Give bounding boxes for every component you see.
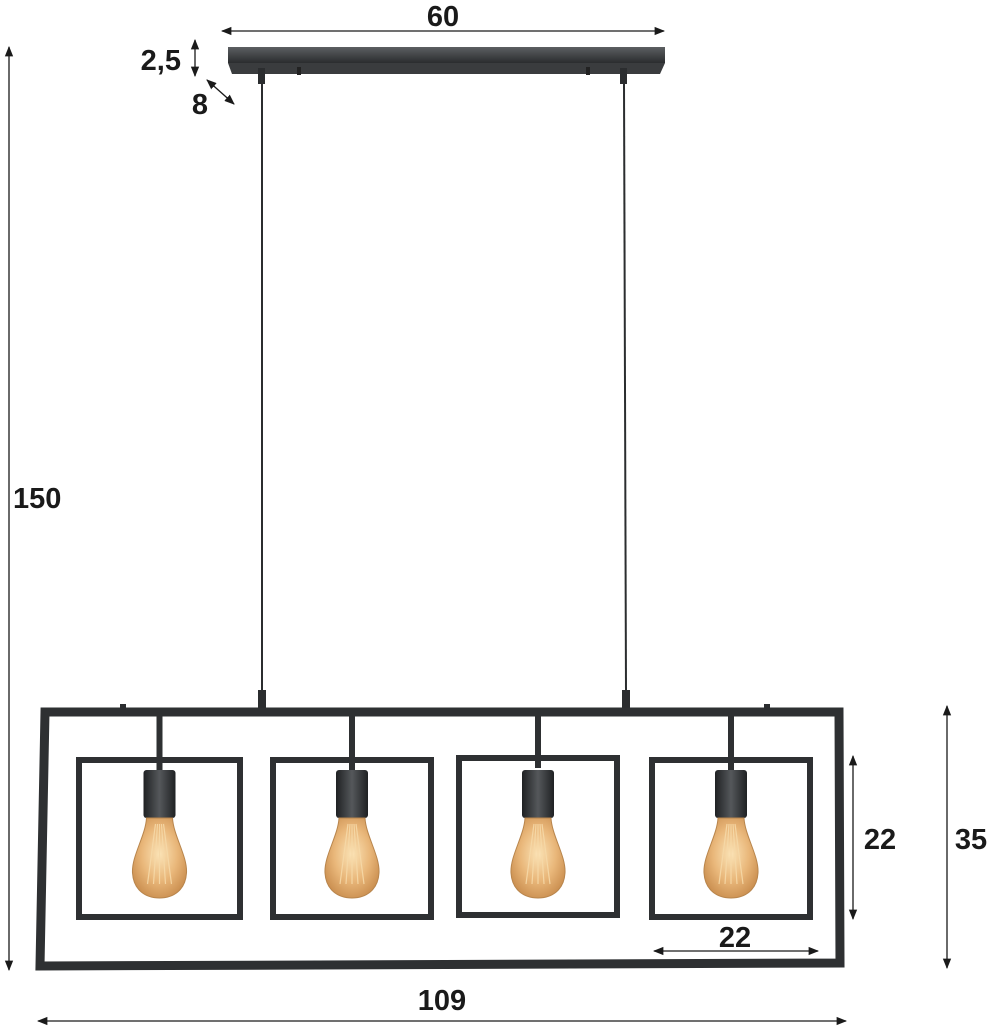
filament [531,823,537,885]
filament [539,823,545,885]
filament [718,823,728,885]
filament [345,823,351,885]
lamp-unit-4 [649,714,813,920]
canopy-height-label: 2,5 [141,45,181,77]
lamp-unit-2 [270,714,434,920]
suspension-cables [258,68,630,710]
inner-frames [76,714,813,920]
lamp-unit-1 [76,714,243,920]
filament [724,823,730,885]
filament [146,823,157,885]
outer-frame [35,704,845,971]
dimension-lines [4,26,952,1026]
dimension-labels: 60 2,5 8 150 35 22 22 109 [13,1,987,1017]
inner-frame-width-label: 22 [719,922,751,954]
filament [525,823,535,885]
filament [732,823,738,885]
frame-height-label: 35 [955,824,987,856]
ceiling-canopy [228,47,665,75]
canopy-length-label: 60 [427,1,459,33]
hanging-rod [728,714,734,770]
filament [160,823,167,885]
canopy-depth-line [206,79,235,105]
filament [355,823,365,885]
lamp-socket [522,770,554,818]
total-height-label: 150 [13,483,61,515]
frame-width-label: 109 [418,985,466,1017]
filament [541,823,551,885]
canopy-depth-label: 8 [192,89,208,121]
hanging-rod [156,714,163,770]
lamp-socket [715,770,747,818]
inner-frame-height-label: 22 [864,824,896,856]
hanging-rod [535,714,541,768]
filament [734,823,744,885]
lamp-unit-3 [456,714,620,918]
filament [162,823,173,885]
hanging-rod [349,714,355,770]
lamp-socket [143,770,176,818]
lamp-socket [336,770,368,818]
filament [353,823,359,885]
filament [339,823,349,885]
filament [152,823,159,885]
